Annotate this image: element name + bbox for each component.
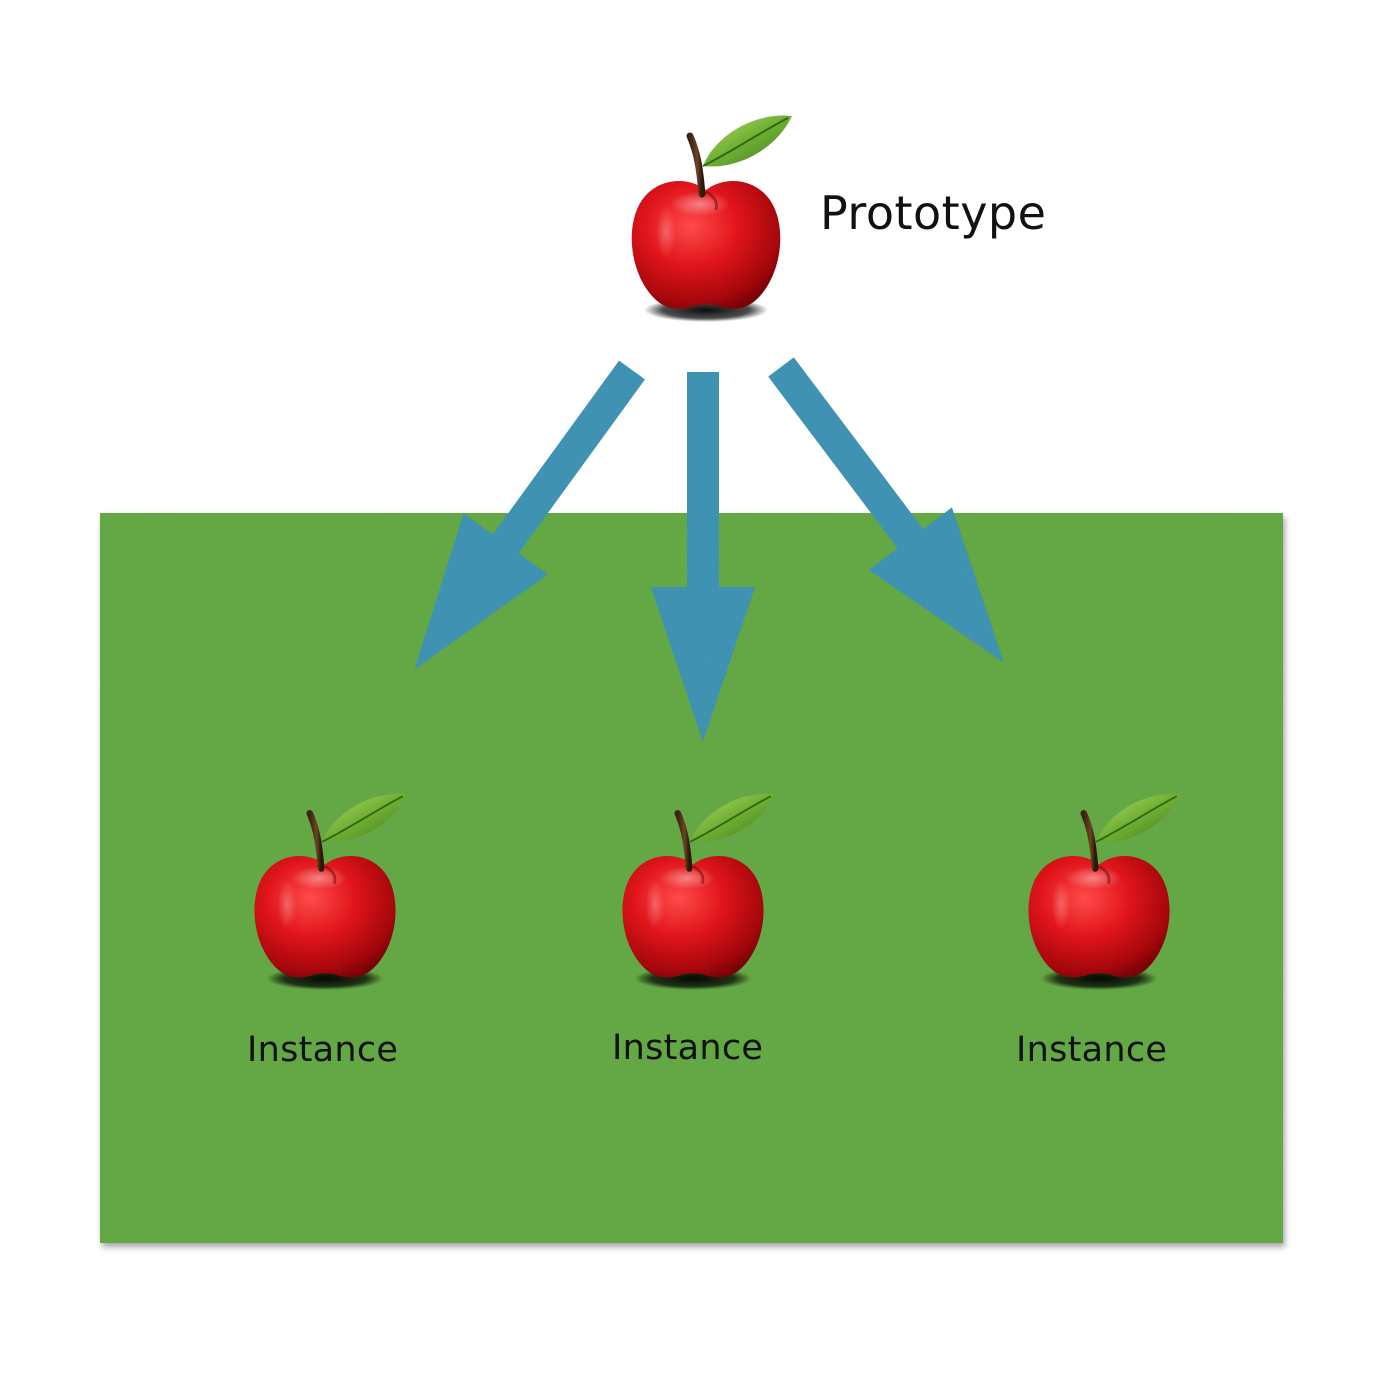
arrow-right <box>739 335 1046 694</box>
instance-label: Instance <box>1016 1030 1168 1070</box>
instance-apple-icon <box>254 794 406 990</box>
arrow-middle <box>651 372 755 742</box>
prototype-apple-icon <box>632 116 792 322</box>
arrow-left <box>372 339 675 700</box>
instance-apple-icon <box>622 794 774 990</box>
prototype-label: Prototype <box>820 186 1047 240</box>
instance-label: Instance <box>612 1028 764 1068</box>
instance-label: Instance <box>247 1030 399 1070</box>
instance-apple-icon <box>1028 794 1180 990</box>
